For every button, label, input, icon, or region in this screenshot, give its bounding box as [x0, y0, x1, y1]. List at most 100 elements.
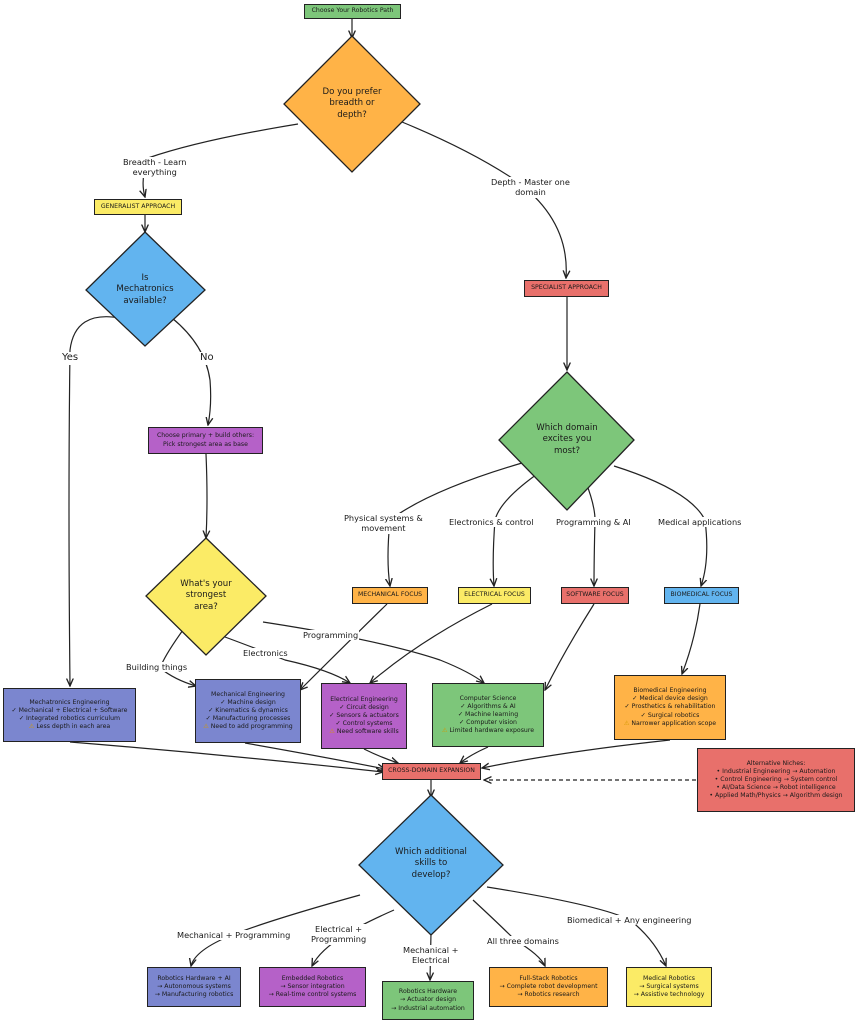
edge-elec-to-cross	[363, 748, 398, 763]
decision-strongest-line-1: strongest	[185, 590, 227, 601]
edge-mechatronics-to-cross	[69, 741, 383, 772]
decision-additional: Which additional skills to develop?	[381, 838, 481, 890]
electrical-line-0: Electrical Engineering	[330, 695, 398, 703]
mechanical-focus-label: MECHANICAL FOCUS	[357, 591, 423, 599]
decision-breadth-depth-line-2: depth?	[337, 109, 367, 120]
biomedical-focus-label: BIOMEDICAL FOCUS	[670, 591, 733, 599]
outcome-hardware-line-0: Robotics Hardware	[398, 988, 458, 996]
edge-label-mech-elec-line-1: Electrical	[411, 955, 450, 966]
biomedical-line-3: ✓ Surgical robotics	[640, 711, 700, 719]
alternatives-line-0: Alternative Niches:	[746, 759, 806, 767]
edge-breadth	[143, 123, 299, 197]
warning-icon: ⚠	[203, 723, 209, 731]
decision-strongest: What's your strongest area?	[161, 572, 251, 620]
edge-label-no: No	[199, 352, 215, 365]
decision-mechatronics-shape	[85, 231, 206, 347]
mechanical-line-3: ✓ Manufacturing processes	[205, 715, 291, 723]
choose-primary-box: Choose primary + build others: Pick stro…	[148, 427, 263, 454]
decision-domain-line-1: excites you	[542, 434, 592, 445]
outcome-hardware-ai-box: Robotics Hardware + AI → Autonomous syst…	[147, 967, 241, 1007]
decision-breadth-depth-shape	[283, 35, 421, 173]
decision-mechatronics-line-1: Mechatronics	[116, 284, 174, 295]
decision-strongest-line-2: area?	[194, 601, 218, 612]
edge-electronics	[224, 636, 350, 683]
mechanical-line-2: ✓ Kinematics & dynamics	[208, 706, 288, 714]
outcome-hardware-box: Robotics Hardware → Actuator design → In…	[382, 981, 474, 1020]
outcome-medical-box: Medical Robotics → Surgical systems → As…	[626, 967, 712, 1007]
edge-label-depth: Depth - Master one domain	[490, 177, 571, 198]
edge-label-mech-prog: Mechanical + Programming	[176, 930, 292, 941]
edge-programming-ai	[584, 479, 595, 586]
edge-label-elec-prog-line-0: Electrical +	[315, 924, 363, 934]
edge-soft-focus	[545, 603, 595, 690]
computer-science-line-1: ✓ Algorithms & AI	[460, 702, 516, 710]
edge-label-electronics-control: Electronics & control	[448, 517, 535, 528]
electrical-line-4: ⚠ Need software skills	[329, 728, 399, 736]
decision-additional-line-1: skills to	[414, 858, 448, 869]
electrical-focus-box: ELECTRICAL FOCUS	[458, 587, 531, 604]
outcome-embedded-box: Embedded Robotics → Sensor integration →…	[259, 967, 366, 1007]
software-focus-box: SOFTWARE FOCUS	[561, 587, 629, 604]
decision-breadth-depth: Do you prefer breadth or depth?	[307, 80, 397, 128]
decision-domain-line-0: Which domain	[536, 423, 598, 434]
decision-strongest-shape	[145, 537, 267, 656]
computer-science-box: Computer Science ✓ Algorithms & AI ✓ Mac…	[432, 683, 544, 747]
edge-label-breadth-line-1: everything	[132, 167, 177, 178]
choose-primary-line-1: Pick strongest area as base	[163, 440, 248, 448]
decision-domain-line-2: most?	[553, 445, 581, 456]
specialist-approach-label: SPECIALIST APPROACH	[531, 284, 602, 292]
biomedical-engineering-box: Biomedical Engineering ✓ Medical device …	[614, 675, 726, 740]
decision-additional-line-0: Which additional	[395, 847, 467, 858]
choose-primary-line-0: Choose primary + build others:	[156, 432, 255, 440]
edge-programming	[262, 621, 484, 683]
edge-label-physical-line-0: Physical systems &	[344, 513, 423, 523]
warning-icon: ⚠	[441, 727, 448, 735]
edge-label-mech-elec-line-0: Mechanical +	[403, 945, 459, 955]
outcome-medical-line-1: → Surgical systems	[639, 982, 699, 990]
mechanical-line-1: ✓ Machine design	[220, 698, 276, 706]
edge-bio-any	[486, 886, 666, 966]
edge-label-building: Building things	[125, 662, 189, 673]
computer-science-line-4: ⚠ Limited hardware exposure	[441, 727, 535, 735]
decision-domain-shape	[498, 371, 635, 511]
edge-label-elec-prog: Electrical + Programming	[310, 924, 368, 945]
biomedical-line-1: ✓ Medical device design	[632, 695, 708, 703]
outcome-hardware-ai-line-0: Robotics Hardware + AI	[157, 974, 231, 982]
edge-elec-focus	[370, 603, 493, 683]
edge-label-yes: Yes	[61, 352, 80, 365]
outcome-fullstack-box: Full-Stack Robotics → Complete robot dev…	[489, 967, 608, 1007]
edge-label-elec-prog-line-1: Programming	[311, 934, 367, 945]
electrical-engineering-box: Electrical Engineering ✓ Circuit design …	[321, 683, 407, 749]
edge-all-three	[472, 899, 545, 966]
decision-domain: Which domain excites you most?	[520, 416, 614, 464]
biomedical-line-0: Biomedical Engineering	[633, 687, 707, 695]
cross-domain-label: CROSS-DOMAIN EXPANSION	[388, 767, 475, 775]
edge-label-medical-apps: Medical applications	[657, 517, 743, 528]
edge-mech-to-cross	[244, 742, 385, 769]
edge-label-depth-line-1: domain	[515, 187, 546, 198]
generalist-approach-label: GENERALIST APPROACH	[100, 202, 176, 210]
outcome-fullstack-line-2: → Robotics research	[517, 991, 580, 999]
edge-bio-focus	[682, 603, 701, 674]
outcome-embedded-line-2: → Real-time control systems	[268, 991, 357, 999]
alternatives-line-1: • Industrial Engineering → Automation	[716, 767, 836, 775]
title-text: Choose Your Robotics Path	[311, 7, 394, 15]
warning-icon: ⚠	[329, 728, 335, 736]
computer-science-line-2: ✓ Machine learning	[457, 710, 519, 718]
alternatives-line-2: • Control Engineering → System control	[714, 775, 838, 783]
edge-label-physical: Physical systems & movement	[343, 513, 424, 534]
edge-electronics-control	[493, 471, 541, 586]
decision-breadth-depth-line-0: Do you prefer	[322, 87, 382, 98]
mechatronics-line-1: ✓ Mechanical + Electrical + Software	[11, 706, 128, 714]
mechanical-focus-box: MECHANICAL FOCUS	[352, 587, 428, 604]
outcome-hardware-line-2: → Industrial automation	[391, 1004, 465, 1012]
electrical-line-2: ✓ Sensors & actuators	[329, 711, 399, 719]
edge-yes	[69, 316, 121, 686]
edge-label-mech-elec: Mechanical + Electrical	[402, 945, 460, 966]
title-box: Choose Your Robotics Path	[304, 4, 401, 19]
alternatives-line-3: • AI/Data Science → Robot intelligence	[716, 784, 836, 792]
biomedical-line-4: ⚠ Narrower application scope	[623, 719, 717, 727]
cross-domain-expansion-box: CROSS-DOMAIN EXPANSION	[382, 763, 481, 780]
